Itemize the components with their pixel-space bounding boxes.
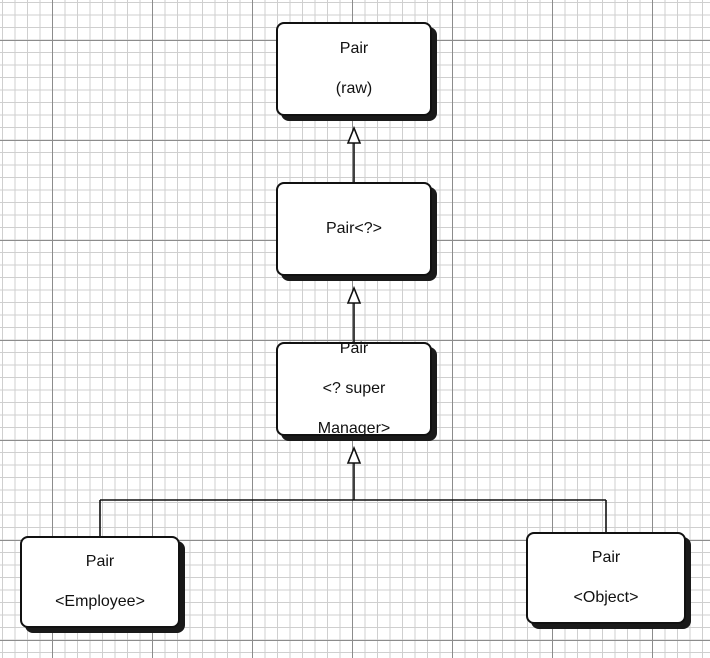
node-pair-object-line1: Pair (591, 549, 621, 566)
node-pair-super-manager: Pair <? super Manager> (276, 340, 432, 437)
node-pair-raw-line1: Pair (339, 40, 369, 57)
node-pair-wildcard-line1: Pair<?> (325, 220, 383, 237)
node-pair-super-manager-line3: Manager> (317, 420, 391, 437)
node-pair-object-line2: <Object> (573, 589, 639, 606)
node-pair-object-label: Pair <Object> (574, 528, 639, 628)
node-pair-object: Pair <Object> (526, 532, 686, 624)
node-pair-wildcard-label: Pair<?> (326, 199, 382, 259)
arrowhead-wildcard (346, 285, 362, 304)
node-pair-raw-label: Pair (raw) (336, 19, 372, 119)
arrowhead-super (346, 445, 362, 464)
node-pair-employee-line2: <Employee> (55, 593, 145, 610)
node-pair-super-manager-label: Pair <? super Manager> (318, 319, 391, 459)
node-pair-raw-line2: (raw) (335, 80, 373, 97)
node-pair-employee-line1: Pair (85, 553, 115, 570)
arrowhead-raw (346, 125, 362, 144)
node-pair-employee-label: Pair <Employee> (55, 532, 145, 632)
node-pair-employee: Pair <Employee> (20, 536, 180, 628)
node-pair-super-manager-line1: Pair (339, 340, 369, 357)
node-pair-super-manager-line2: <? super (322, 380, 386, 397)
node-pair-wildcard: Pair<?> (276, 182, 432, 276)
node-pair-raw: Pair (raw) (276, 22, 432, 116)
